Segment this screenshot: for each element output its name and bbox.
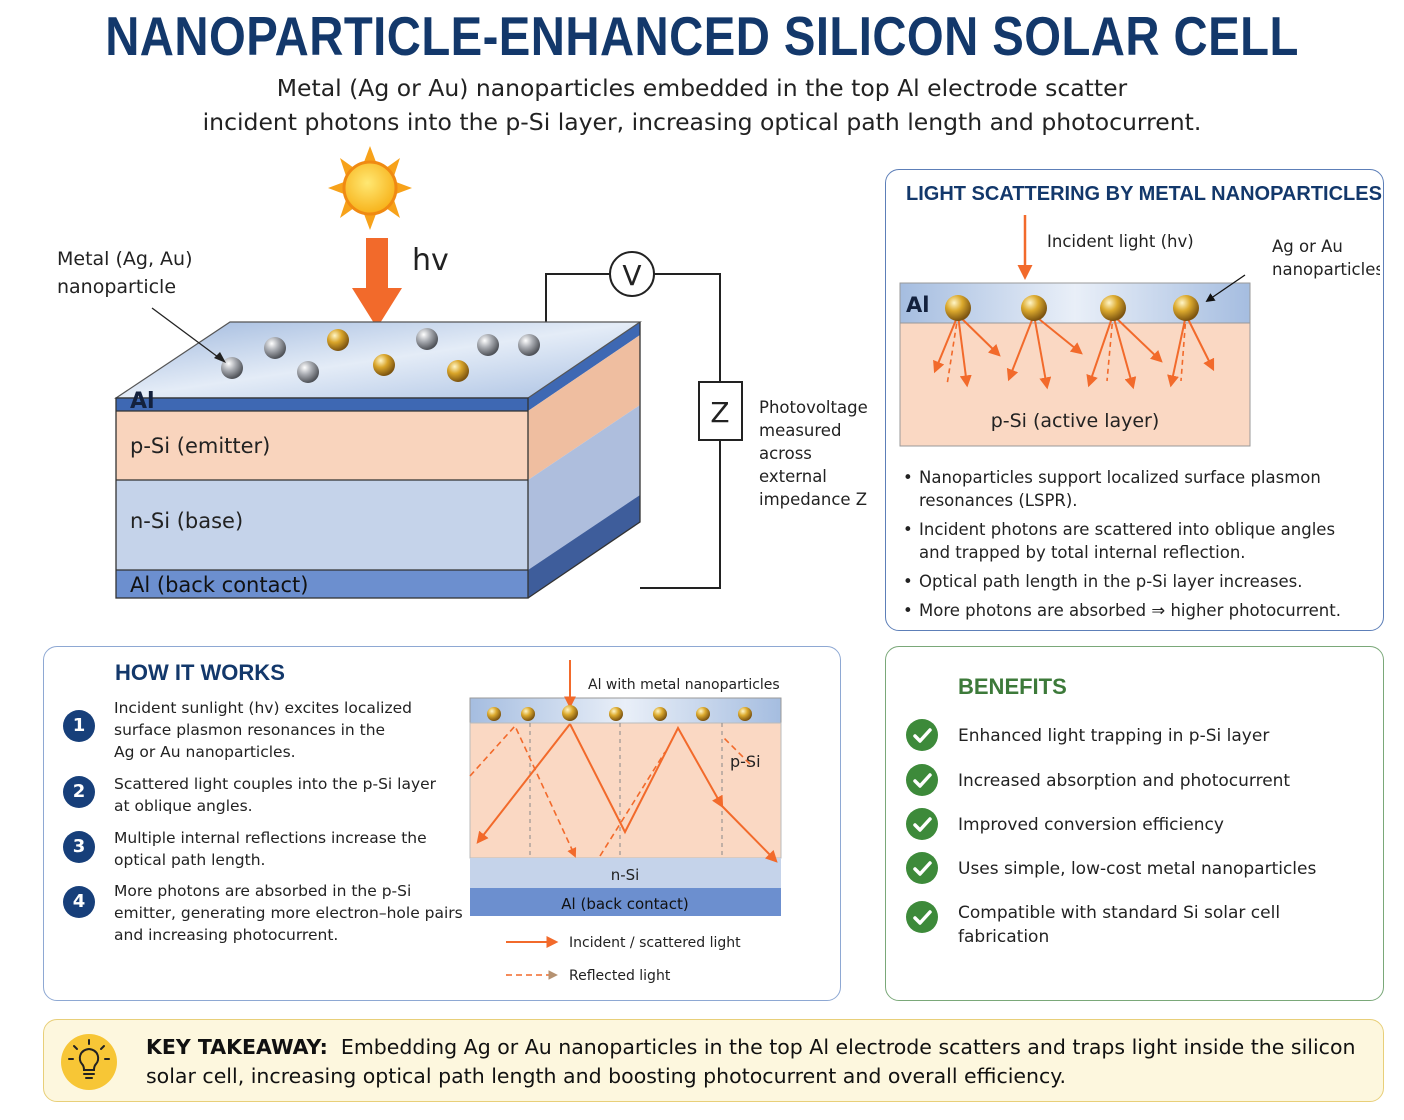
layer-al-back (116, 570, 528, 598)
label-n-si: n-Si (base) (130, 509, 243, 533)
how-it-works-title: HOW IT WORKS (115, 660, 285, 685)
label-al-back: Al (back contact) (130, 573, 308, 597)
label-p-si: p-Si (emitter) (130, 434, 270, 458)
reflection-p-si-layer (469, 722, 782, 859)
step-number-1: 1 (63, 710, 95, 742)
reflection-al-back-label: Al (back contact) (561, 895, 688, 913)
step-text-3: Multiple internal reflections increase t… (114, 829, 427, 869)
lightbulb-icon (61, 1034, 117, 1090)
photon-arrow (352, 238, 402, 328)
key-takeaway-label: KEY TAKEAWAY: (146, 1035, 328, 1059)
scattering-panel-title: LIGHT SCATTERING BY METAL NANOPARTICLES (906, 183, 1382, 205)
layer-al-top (116, 398, 528, 411)
check-icon (906, 764, 938, 796)
external-circuit (545, 273, 721, 589)
reflection-n-si-label: n-Si (611, 866, 640, 884)
scattering-bullet: • Incident photons are scattered into ob… (903, 520, 1336, 562)
reflection-nanoparticles (487, 705, 752, 721)
nanoparticle-callout-line (151, 307, 223, 361)
subtitle-line-2: incident photons into the p-Si layer, in… (202, 108, 1202, 136)
scatter-active-label: p-Si (active layer) (991, 410, 1160, 432)
benefit-item-5: Compatible with standard Si solar cell f… (958, 903, 1281, 947)
scattering-panel (885, 169, 1384, 631)
check-icon (906, 852, 938, 884)
benefit-item-1: Enhanced light trapping in p-Si layer (958, 726, 1270, 746)
key-takeaway-panel (43, 1019, 1384, 1102)
check-icon (906, 808, 938, 840)
cell-side-face (528, 322, 640, 598)
np-label-line2: nanoparticles (1272, 260, 1380, 279)
check-icon (906, 719, 938, 751)
reflection-top-label: Al with metal nanoparticles (588, 677, 780, 693)
benefit-item-2: Increased absorption and photocurrent (958, 771, 1291, 791)
scattering-bullet: • Optical path length in the p-Si layer … (903, 572, 1303, 591)
step-number-3: 3 (63, 831, 95, 863)
step-text-4: More photons are absorbed in the p-Si em… (114, 882, 463, 944)
photovoltage-note: Photovoltage measured across external im… (759, 398, 868, 509)
page-title: NANOPARTICLE-ENHANCED SILICON SOLAR CELL (105, 5, 1299, 67)
layer-n-si (116, 480, 528, 570)
step-text-1: Incident sunlight (hv) excites localized… (114, 699, 412, 761)
impedance-symbol: Z (698, 381, 743, 441)
step-text-2: Scattered light couples into the p-Si la… (114, 775, 437, 815)
reflection-rays (476, 723, 778, 863)
how-it-works-panel (43, 646, 841, 1001)
photon-label: hv (412, 243, 449, 278)
scattering-diagram: Al p-Si (active layer) Incident light (h… (899, 215, 1380, 447)
legend-reflected-label: Reflected light (569, 968, 671, 984)
sun-icon (328, 146, 412, 230)
legend-incident-label: Incident / scattered light (569, 935, 741, 951)
scattering-bullets: • Nanoparticles support localized surfac… (903, 466, 1373, 622)
reflection-p-si-label: p-Si (730, 752, 761, 771)
scatter-nanoparticles (945, 295, 1199, 321)
impedance-label: Z (710, 396, 729, 429)
step-number-2: 2 (63, 776, 95, 808)
benefit-item-4: Uses simple, low-cost metal nanoparticle… (958, 859, 1317, 879)
benefits-title: BENEFITS (958, 674, 1067, 699)
key-takeaway-text: KEY TAKEAWAY: Embedding Ag or Au nanopar… (146, 1035, 1356, 1088)
benefit-item-3: Improved conversion efficiency (958, 815, 1224, 835)
step-number-4: 4 (63, 886, 95, 918)
scattering-bullet: • More photons are absorbed ⇒ higher pho… (903, 601, 1341, 620)
scattering-bullet: • Nanoparticles support localized surfac… (903, 468, 1321, 510)
incident-light-label: Incident light (hv) (1047, 232, 1194, 251)
nanoparticles-top (221, 328, 540, 383)
voltmeter-symbol: V (609, 251, 655, 297)
reflection-al-back-layer (470, 888, 781, 916)
scattered-rays (933, 314, 1215, 390)
reflection-dashed-rays (469, 724, 751, 858)
nanoparticle-callout-line2: nanoparticle (57, 276, 177, 298)
np-label-line1: Ag or Au (1272, 237, 1343, 256)
np-callout-arrow (1205, 274, 1246, 303)
nanoparticle-callout-line1: Metal (Ag, Au) (57, 248, 193, 270)
voltmeter-label: V (622, 259, 641, 292)
layer-p-si (116, 411, 528, 480)
reflection-al-layer (469, 697, 782, 724)
internal-reflection-diagram: Al with metal nanoparticles p-Si n-Si Al… (469, 660, 782, 984)
reflection-n-si-layer (470, 858, 781, 888)
scatter-al-label: Al (906, 293, 929, 317)
subtitle-line-1: Metal (Ag or Au) nanoparticles embedded … (276, 74, 1128, 102)
solar-cell-diagram: hv V Z (114, 146, 743, 599)
benefits-panel (885, 646, 1384, 1001)
check-icon (906, 901, 938, 933)
label-al-top: Al (130, 389, 155, 414)
